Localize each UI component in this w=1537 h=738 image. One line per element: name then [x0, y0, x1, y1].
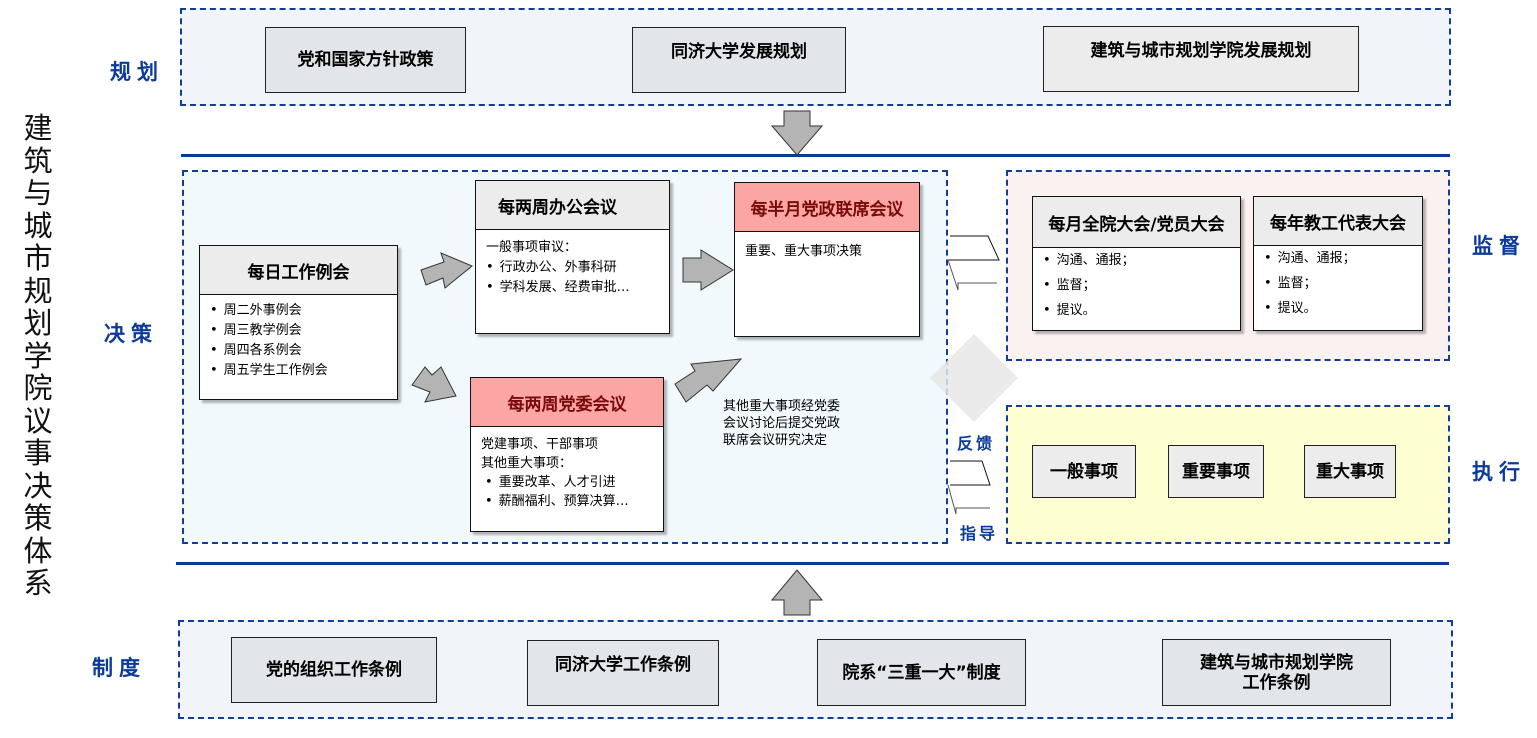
note-line: 会议讨论后提交党政: [723, 416, 841, 431]
title-char: 建: [23, 111, 53, 145]
list-item: 沟通、通报；: [1264, 246, 1412, 271]
arrow-right-to-supervise: [948, 235, 1000, 261]
list-item: 周四各系例会: [210, 341, 387, 361]
title-char: 系: [23, 566, 53, 600]
list-item: 沟通、通报；: [1043, 248, 1230, 273]
title-char: 划: [23, 306, 53, 340]
title-char: 市: [23, 241, 53, 275]
note-line: 其他重大事项经党委: [723, 399, 841, 414]
arrow-down-plan: [770, 110, 824, 156]
guide-label: 指导: [960, 524, 999, 543]
arrow-guide: [947, 484, 990, 515]
card-daily-meeting: 每日工作例会 周二外事例会 周三教学例会 周四各系例会 周五学生工作例会: [199, 245, 398, 400]
list-item: 重要改革、人才引进: [481, 473, 653, 492]
plan-box-college: 建筑与城市规划学院发展规划: [1043, 26, 1359, 92]
list-item: 监督；: [1264, 271, 1412, 296]
card-title: 每年教工代表大会: [1254, 197, 1422, 246]
title-char: 议: [23, 403, 53, 438]
card-line: 其他重大事项：: [481, 456, 573, 471]
note-line: 联席会议研究决定: [723, 433, 828, 448]
card-monthly-assembly: 每月全院大会/党员大会 沟通、通报； 监督； 提议。: [1032, 196, 1241, 331]
list-item: 周三教学例会: [210, 321, 387, 341]
card-body: 沟通、通报； 监督； 提议。: [1254, 246, 1422, 327]
card-office-meeting: 每两周办公会议 一般事项审议： 行政办公、外事科研 学科发展、经费审批…: [475, 180, 670, 334]
card-line: 党建事项、干部事项: [481, 437, 599, 452]
card-title: 每两周办公会议: [476, 181, 669, 230]
list-item: 提议。: [1264, 296, 1412, 321]
execute-box-important: 重要事项: [1168, 445, 1264, 498]
title-char: 与: [23, 176, 53, 210]
title-char: 城: [23, 208, 53, 243]
title-char: 决: [23, 468, 53, 503]
system-box-tongji: 同济大学工作条例: [527, 640, 719, 706]
section-label-execute: 执行: [1472, 460, 1526, 484]
system-box-three-one: 院系“三重一大”制度: [817, 639, 1026, 706]
card-annual-staff-congress: 每年教工代表大会 沟通、通报； 监督； 提议。: [1253, 196, 1423, 331]
card-title: 每两周党委会议: [471, 378, 663, 427]
section-label-plan: 规划: [110, 60, 164, 84]
system-box-college: 建筑与城市规划学院 工作条例: [1162, 639, 1391, 706]
card-title: 每日工作例会: [200, 246, 397, 295]
card-body: 一般事项审议： 行政办公、外事科研 学科发展、经费审批…: [476, 230, 669, 304]
list-item: 学科发展、经费审批…: [486, 278, 659, 298]
list-item: 行政办公、外事科研: [486, 258, 659, 278]
decision-note: 其他重大事项经党委 会议讨论后提交党政 联席会议研究决定: [723, 398, 883, 449]
card-title: 每半月党政联席会议: [735, 183, 919, 232]
execute-box-major: 重大事项: [1304, 445, 1396, 498]
title-char: 事: [23, 436, 53, 470]
card-joint-meeting: 每半月党政联席会议 重要、重大事项决策: [734, 182, 920, 337]
title-char: 院: [23, 371, 53, 405]
card-intro: 一般事项审议：: [486, 240, 578, 255]
plan-box-policy: 党和国家方针政策: [265, 27, 466, 93]
card-body: 党建事项、干部事项 其他重大事项： 重要改革、人才引进 薪酬福利、预算决算…: [471, 427, 663, 517]
title-char: 体: [23, 533, 53, 568]
list-item: 薪酬福利、预算决算…: [481, 492, 653, 511]
plan-box-tongji: 同济大学发展规划: [632, 27, 846, 93]
divider-bottom: [176, 562, 1449, 565]
card-party-committee: 每两周党委会议 党建事项、干部事项 其他重大事项： 重要改革、人才引进 薪酬福利…: [470, 377, 664, 532]
arrow-feedback: [950, 460, 991, 486]
title-char: 筑: [23, 143, 53, 178]
card-body: 重要、重大事项决策: [745, 244, 863, 259]
section-label-decide: 决策: [104, 322, 158, 346]
divider-top: [181, 154, 1450, 157]
list-item: 周二外事例会: [210, 301, 387, 321]
arrow-left-from-supervise: [947, 259, 997, 291]
execute-box-general: 一般事项: [1032, 445, 1136, 498]
list-item: 提议。: [1043, 298, 1230, 323]
system-box-party-org: 党的组织工作条例: [231, 637, 437, 703]
feedback-label: 反馈: [957, 434, 996, 453]
card-body: 周二外事例会 周三教学例会 周四各系例会 周五学生工作例会: [200, 295, 397, 387]
list-item: 周五学生工作例会: [210, 361, 387, 381]
diagram-title: 建筑与城市规划学院议事决策体系: [18, 112, 58, 600]
card-body: 沟通、通报； 监督； 提议。: [1033, 248, 1240, 329]
arrow-up-system: [770, 569, 824, 616]
card-title: 每月全院大会/党员大会: [1033, 197, 1240, 248]
title-char: 规: [23, 273, 53, 308]
title-char: 学: [23, 338, 53, 373]
list-item: 监督；: [1043, 273, 1230, 298]
section-label-supervise: 监督: [1472, 234, 1526, 258]
title-char: 策: [23, 501, 53, 535]
section-label-system: 制度: [92, 656, 146, 680]
